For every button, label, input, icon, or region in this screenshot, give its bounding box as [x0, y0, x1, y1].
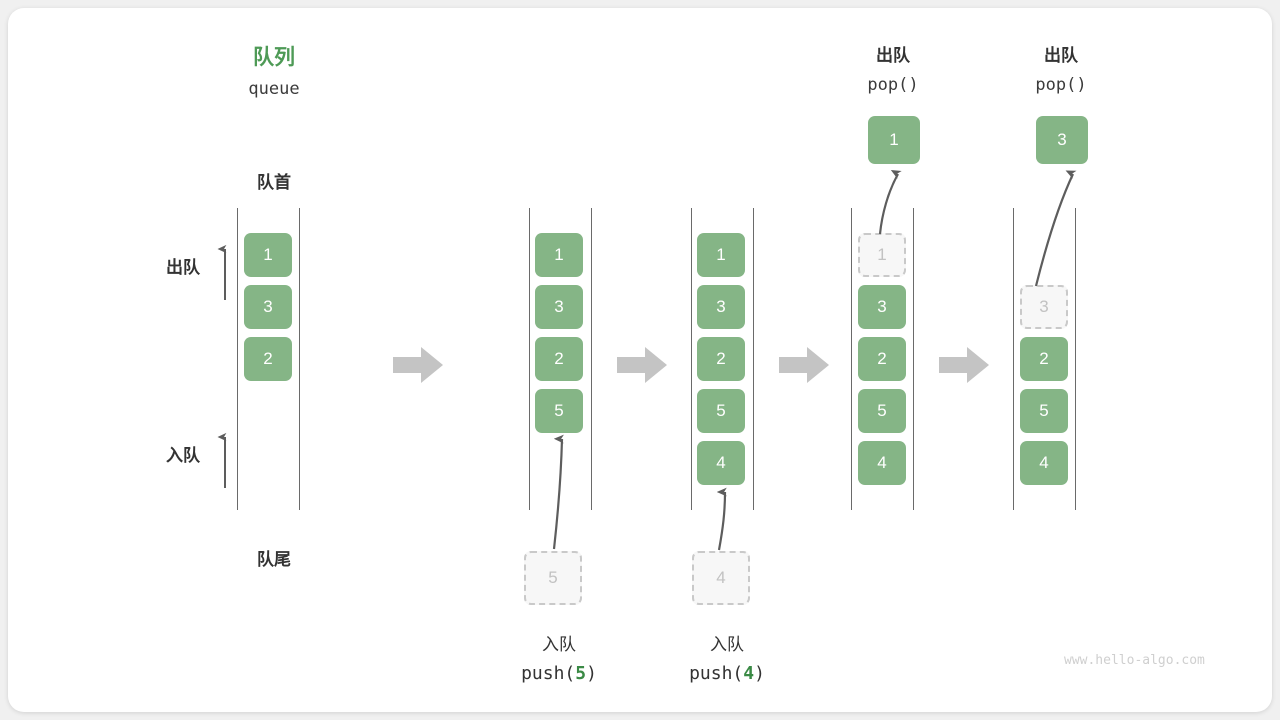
popped-cell: 3: [1036, 116, 1088, 164]
queue-cell-removed: 3: [1020, 285, 1068, 329]
popped-cell: 1: [868, 116, 920, 164]
transition-arrow-icon: [393, 347, 443, 383]
front-label: 队首: [257, 173, 291, 192]
queue-cell: 4: [1020, 441, 1068, 485]
op-label-cn: 出队: [876, 46, 910, 65]
diagram-card: 队列 queue 队首 出队 入队 1 3 2 队尾 1 3 2 5 5: [8, 8, 1272, 712]
incoming-ghost-cell: 5: [524, 551, 582, 605]
op-code-suffix: ): [586, 663, 597, 684]
queue-cell: 3: [244, 285, 292, 329]
queue-rail-left-4: [851, 208, 852, 510]
queue-rail-left-1: [237, 208, 238, 510]
transition-arrow-icon: [617, 347, 667, 383]
diagram-title-cn: 队列: [253, 46, 295, 69]
dequeue-arrow-icon: [217, 244, 227, 300]
op-label-cn: 出队: [1044, 46, 1078, 65]
queue-cell-new: 5: [535, 389, 583, 433]
queue-cell: 2: [244, 337, 292, 381]
queue-cell: 2: [535, 337, 583, 381]
incoming-ghost-cell: 4: [692, 551, 750, 605]
queue-cell: 3: [697, 285, 745, 329]
queue-rail-left-3: [691, 208, 692, 510]
queue-cell: 5: [697, 389, 745, 433]
op-label-code: pop(): [1035, 75, 1087, 95]
queue-cell: 3: [858, 285, 906, 329]
diagram-stage: 队列 queue 队首 出队 入队 1 3 2 队尾 1 3 2 5 5: [8, 8, 1272, 712]
queue-rail-right-5: [1075, 208, 1076, 510]
op-label-cn: 入队: [542, 635, 576, 654]
queue-cell: 2: [858, 337, 906, 381]
queue-cell-new: 4: [697, 441, 745, 485]
op-label-cn: 入队: [710, 635, 744, 654]
pop-arrow-icon: [878, 170, 902, 235]
watermark: www.hello-algo.com: [1064, 653, 1205, 668]
rear-label: 队尾: [257, 550, 291, 569]
enqueue-label-1: 入队: [166, 446, 200, 465]
queue-cell: 1: [697, 233, 745, 277]
queue-cell: 2: [697, 337, 745, 381]
op-label-code: pop(): [867, 75, 919, 95]
queue-cell-removed: 1: [858, 233, 906, 277]
queue-rail-right-2: [591, 208, 592, 510]
op-code-arg: 4: [743, 663, 755, 684]
queue-rail-left-5: [1013, 208, 1014, 510]
op-label-code: push(4): [647, 663, 807, 684]
queue-rail-right-1: [299, 208, 300, 510]
queue-cell: 2: [1020, 337, 1068, 381]
queue-rail-left-2: [529, 208, 530, 510]
op-code-prefix: push(: [521, 663, 576, 684]
queue-cell: 3: [535, 285, 583, 329]
dequeue-label-1: 出队: [166, 258, 200, 277]
transition-arrow-icon: [779, 347, 829, 383]
queue-cell: 1: [535, 233, 583, 277]
push-arrow-icon: [552, 434, 564, 550]
diagram-title-en: queue: [248, 79, 300, 99]
queue-cell: 1: [244, 233, 292, 277]
enqueue-arrow-icon: [217, 432, 227, 488]
queue-cell: 5: [1020, 389, 1068, 433]
queue-cell: 4: [858, 441, 906, 485]
queue-rail-right-4: [913, 208, 914, 510]
push-arrow-icon: [716, 487, 727, 551]
op-code-arg: 5: [575, 663, 587, 684]
queue-cell: 5: [858, 389, 906, 433]
queue-rail-right-3: [753, 208, 754, 510]
op-code-prefix: push(: [689, 663, 744, 684]
pop-arrow-icon: [1034, 170, 1077, 287]
op-code-suffix: ): [754, 663, 765, 684]
transition-arrow-icon: [939, 347, 989, 383]
op-label-code: push(5): [479, 663, 639, 684]
